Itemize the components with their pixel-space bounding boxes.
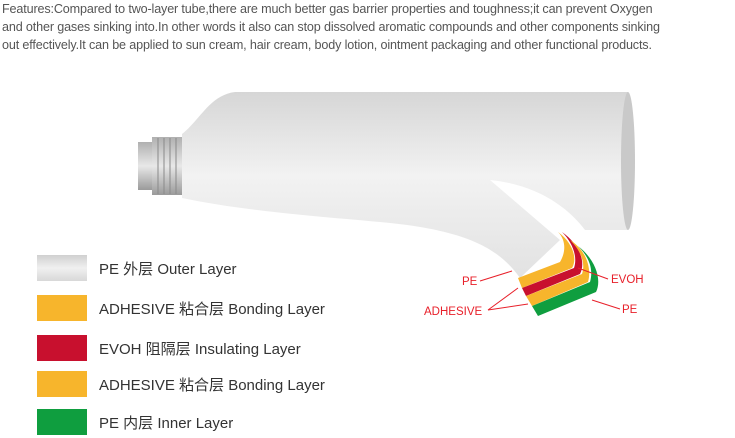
tube-end [621,92,635,230]
layer-adhesive-outer [518,232,575,288]
features-description: Features:Compared to two-layer tube,ther… [2,2,660,52]
legend-item-adhesive: ADHESIVE 粘合层 Bonding Layer [37,295,325,321]
callout-pe-inner: PE [622,304,638,316]
callout-pe-outer: PE [462,276,478,288]
callout-lines [479,267,621,311]
layer-pe-inner [532,246,599,316]
swatch [37,335,87,361]
swatch [37,409,87,435]
swatch [37,295,87,321]
legend-item-pe-outer: PE 外层 Outer Layer [37,255,237,281]
callout-adhesive: ADHESIVE [424,306,482,318]
legend-item-evoh: EVOH 阻隔层 Insulating Layer [37,335,301,361]
swatch [37,255,87,281]
tube-nozzle [138,137,182,195]
swatch [37,371,87,397]
layer-evoh [522,232,583,296]
legend-item-pe-inner: PE 内层 Inner Layer [37,409,233,435]
tube-body [182,92,628,278]
callout-evoh: EVOH [611,274,644,286]
legend-item-adhesive-2: ADHESIVE 粘合层 Bonding Layer [37,371,325,397]
layer-adhesive-inner [526,240,590,306]
